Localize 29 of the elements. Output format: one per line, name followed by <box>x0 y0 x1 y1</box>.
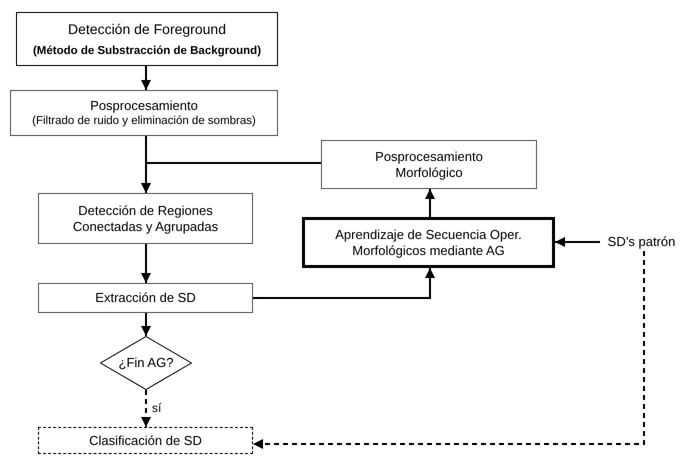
arrow <box>141 66 151 90</box>
process-box <box>321 140 537 189</box>
process-box <box>10 90 278 136</box>
process-box <box>38 193 253 244</box>
arrow <box>425 189 435 217</box>
process-box <box>38 427 253 454</box>
arrow <box>253 251 645 449</box>
node-title: Posprocesamiento <box>90 98 198 114</box>
node-title: Posprocesamiento Morfológico <box>374 148 484 180</box>
arrow <box>253 268 435 299</box>
node-title: Clasificación de SD <box>89 432 202 448</box>
arrow <box>141 244 151 283</box>
arrow <box>141 390 151 427</box>
edge-label: sí <box>150 400 164 414</box>
node-subtitle: (Filtrado de ruido y eliminación de sombras) <box>32 114 256 128</box>
decision-diamond <box>100 336 192 390</box>
arrow <box>555 237 600 247</box>
arrow <box>141 313 151 336</box>
process-box <box>16 12 278 66</box>
node-title: Aprendizaje de Secuencia Oper. Morfológicos mediante AG <box>334 226 523 258</box>
arrow <box>141 162 321 193</box>
node-title: Detección de Foreground <box>68 20 226 39</box>
node-title: SD’s patrón <box>608 234 676 250</box>
node-title: Detección de Regiones Conectadas y Agrupadas <box>72 202 220 234</box>
node-title: ¿Fin AG? <box>118 355 174 371</box>
node-subtitle: (Método de Substracción de Background) <box>32 44 262 59</box>
process-box <box>302 217 555 268</box>
process-box <box>38 283 253 313</box>
node-title: Extracción de SD <box>95 290 196 306</box>
